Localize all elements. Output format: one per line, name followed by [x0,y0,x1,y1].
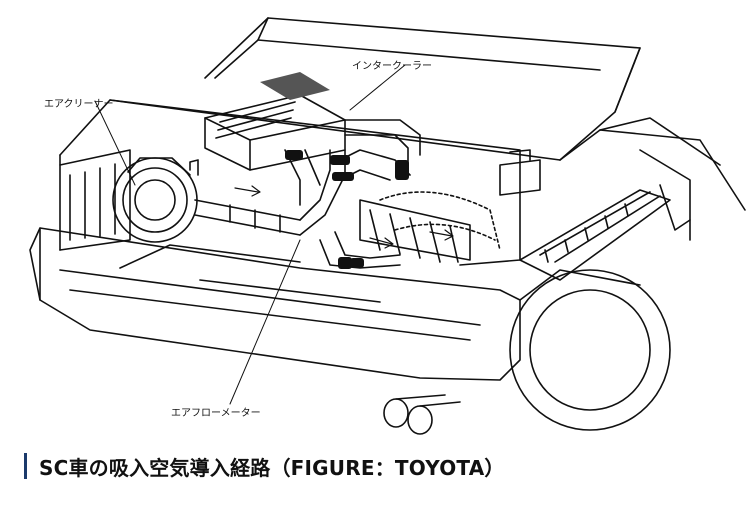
intake-diagram [29,17,746,435]
air-cleaner-label: エアクリーナー [44,99,114,110]
caption-text: SC車の吸入空気導入経路（FIGURE：TOYOTA） [39,455,505,480]
air-flow-meter-label: エアフローメーター [171,408,261,419]
caption-accent-bar [24,453,27,479]
engine-bay-illustration: インタークーラー エアクリーナー エアフローメーター [29,17,746,435]
intercooler-label: インタークーラー [352,61,432,72]
figure-caption: SC車の吸入空気導入経路（FIGURE：TOYOTA） [24,452,505,480]
